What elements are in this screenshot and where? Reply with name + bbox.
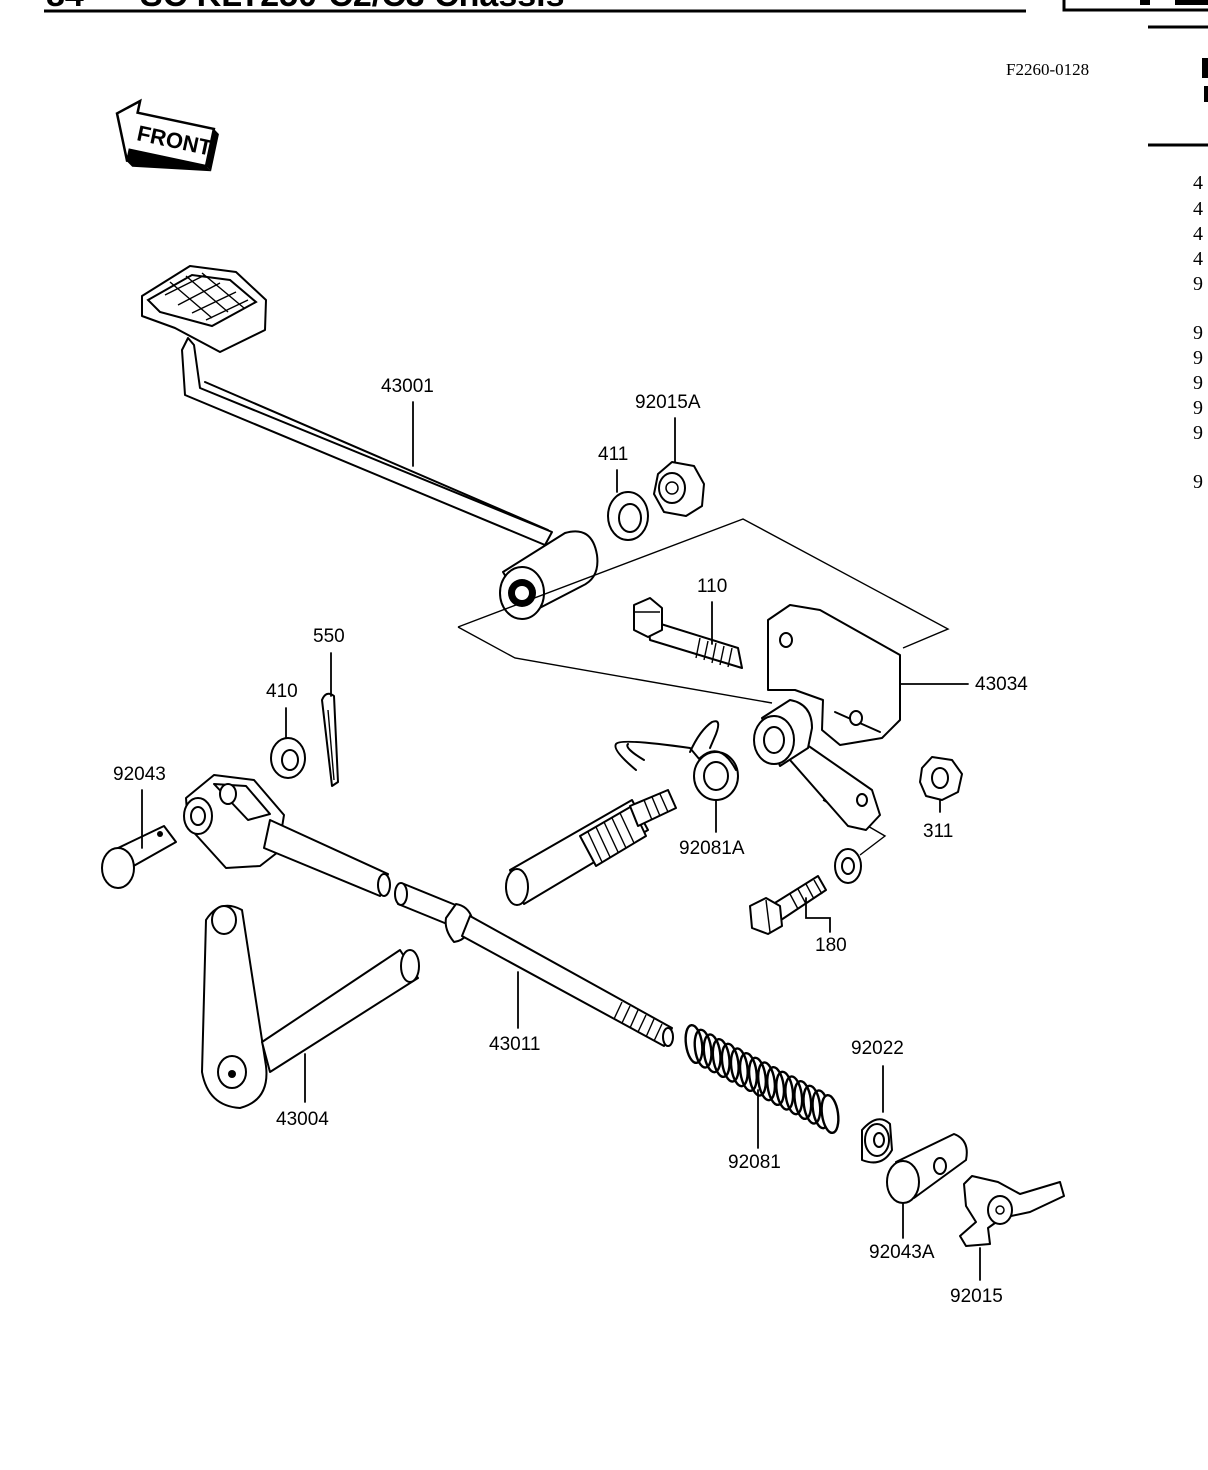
callout-92043: 92043	[113, 764, 166, 785]
callout-411: 411	[598, 444, 628, 465]
side-digit: 4	[1193, 223, 1203, 245]
lever-43004	[201, 904, 420, 1109]
callout-92022: 92022	[851, 1038, 904, 1059]
spring-coil	[784, 1075, 804, 1116]
bracket-43034	[753, 604, 901, 831]
clevis-pin-92043	[101, 825, 177, 889]
side-digit: 9	[1193, 322, 1203, 344]
side-digit: 9	[1193, 422, 1203, 444]
side-digit: 4	[1193, 198, 1203, 220]
header-mark	[1140, 0, 1150, 5]
callout-92081: 92081	[728, 1152, 781, 1173]
spring-coil	[793, 1079, 813, 1121]
right-column-fragment: 4 4 4 4 9 9 9 9 9 9 9	[1148, 25, 1208, 493]
part-callouts: 43001 92015A 411 110 43034 550 410 92043…	[113, 376, 1028, 1307]
washer-92022	[861, 1118, 893, 1164]
callout-43011: 43011	[489, 1034, 540, 1055]
spring-coil	[729, 1047, 749, 1088]
spring-92081A	[614, 720, 739, 801]
cotter-pin-550	[321, 692, 339, 787]
callout-311: 311	[923, 821, 953, 842]
pedal-shaft	[505, 789, 677, 906]
assembly-guide-line	[457, 518, 950, 704]
washer-411	[607, 491, 649, 541]
callout-180: 180	[815, 935, 847, 956]
header-mark-2	[1175, 0, 1208, 5]
side-digit: 4	[1193, 172, 1203, 194]
callout-43004: 43004	[276, 1109, 329, 1130]
lock-washer-180	[834, 848, 862, 884]
clevis-rod-end	[183, 774, 391, 897]
bolt-180	[749, 875, 827, 935]
side-digit: 4	[1193, 248, 1203, 270]
spring-coil	[756, 1061, 777, 1102]
spring-coil	[693, 1028, 713, 1069]
right-glyph-fragment-2	[1204, 86, 1208, 102]
spring-coil	[766, 1065, 786, 1107]
callout-550: 550	[313, 626, 345, 647]
callout-43001: 43001	[381, 376, 434, 397]
right-glyph-fragment	[1202, 58, 1208, 78]
figure-reference: F2260-0128	[1006, 60, 1089, 79]
brake-rod-43011	[394, 882, 674, 1047]
callout-92043A: 92043A	[869, 1242, 935, 1263]
spring-coil	[775, 1070, 795, 1111]
nut-311	[919, 756, 963, 801]
header-box-fragment	[1062, 0, 1208, 12]
side-digit: 9	[1193, 273, 1203, 295]
callout-92015: 92015	[950, 1286, 1003, 1307]
page-header: 84 SC KLT250-C2/C3 Chassis	[44, 0, 1208, 14]
brake-pedal-43001	[141, 265, 599, 620]
spring-coil	[684, 1023, 704, 1065]
spring-coil	[711, 1037, 731, 1079]
nut-92015A	[653, 461, 705, 517]
spring-coil	[802, 1084, 822, 1125]
spring-coil	[702, 1033, 722, 1074]
spring-coil	[820, 1093, 840, 1135]
side-digit: 9	[1193, 397, 1203, 419]
bolt-110	[633, 597, 743, 669]
front-arrow-icon: FRONT	[115, 98, 219, 172]
side-digit: 9	[1193, 471, 1203, 493]
wing-nut-92015	[959, 1175, 1065, 1247]
side-digit: 9	[1193, 347, 1203, 369]
callout-410: 410	[266, 681, 298, 702]
callout-43034: 43034	[975, 674, 1028, 695]
spring-coil	[720, 1042, 740, 1083]
callout-92081A: 92081A	[679, 838, 745, 859]
side-digit: 9	[1193, 372, 1203, 394]
leader-lines	[141, 401, 981, 1281]
callout-92015A: 92015A	[635, 392, 701, 413]
washer-410	[270, 737, 306, 779]
spring-coil	[738, 1051, 758, 1093]
callout-110: 110	[697, 576, 727, 597]
spring-coil	[747, 1056, 768, 1097]
trunnion-92043A	[886, 1133, 968, 1204]
spring-92081	[684, 1023, 840, 1135]
